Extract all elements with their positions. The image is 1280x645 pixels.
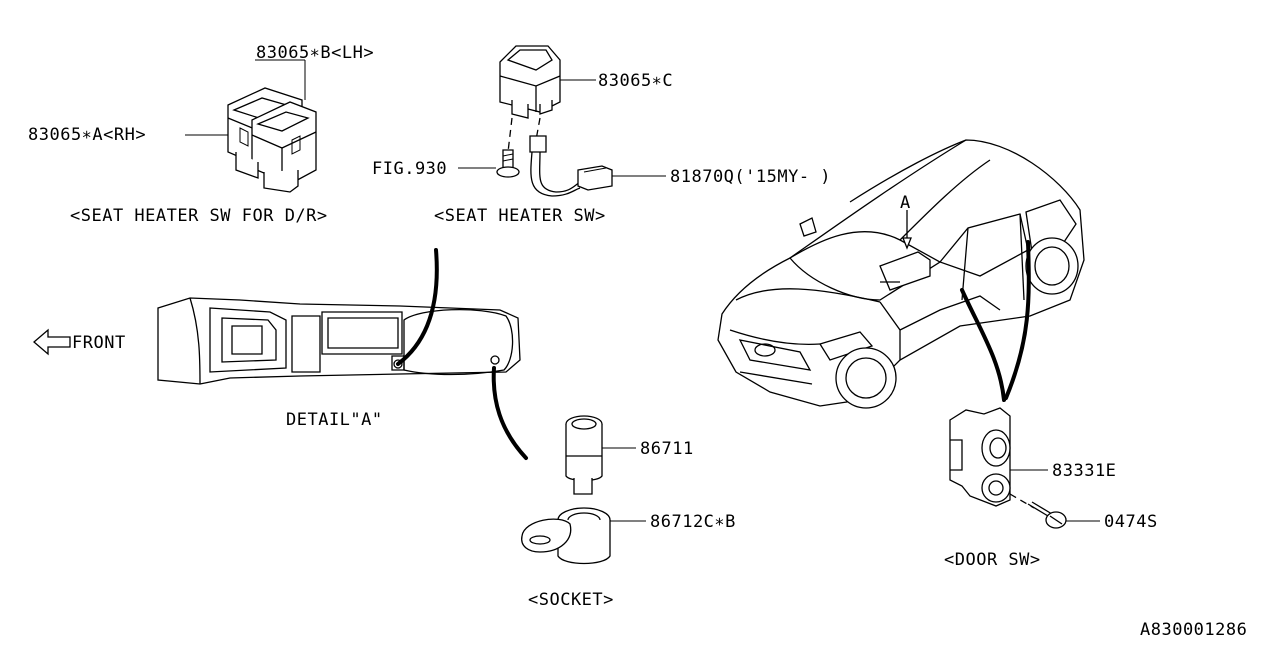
diagram-id: A830001286 [1140, 620, 1247, 640]
socket-illustration [521, 415, 611, 565]
part-label-83065a: 83065∗A<RH> [28, 125, 146, 145]
part-label-0474s: 0474S [1104, 512, 1158, 532]
caption-socket: <SOCKET> [528, 590, 614, 610]
part-label-86712c: 86712C∗B [650, 512, 736, 532]
door-switch-illustration [949, 407, 1067, 529]
part-label-81870q: 81870Q('15MY- ) [670, 167, 831, 187]
caption-seat-heater-sw: <SEAT HEATER SW> [434, 206, 606, 226]
seat-heater-switch-dr-illustration [227, 87, 317, 193]
part-label-86711: 86711 [640, 439, 694, 459]
part-label-83331e: 83331E [1052, 461, 1116, 481]
view-a-label: A [900, 193, 911, 213]
detail-a-label: DETAIL"A" [286, 410, 383, 430]
center-console-illustration [157, 297, 521, 385]
vehicle-illustration [717, 139, 1085, 409]
figure-ref-930: FIG.930 [372, 159, 447, 179]
caption-door-sw: <DOOR SW> [944, 550, 1041, 570]
seat-heater-switch-illustration [496, 45, 613, 197]
caption-seat-heater-sw-dr: <SEAT HEATER SW FOR D/R> [70, 206, 328, 226]
front-label: FRONT [72, 333, 126, 353]
part-label-83065c: 83065∗C [598, 71, 673, 91]
part-label-83065b: 83065∗B<LH> [256, 43, 374, 63]
front-arrow-icon [33, 328, 71, 356]
